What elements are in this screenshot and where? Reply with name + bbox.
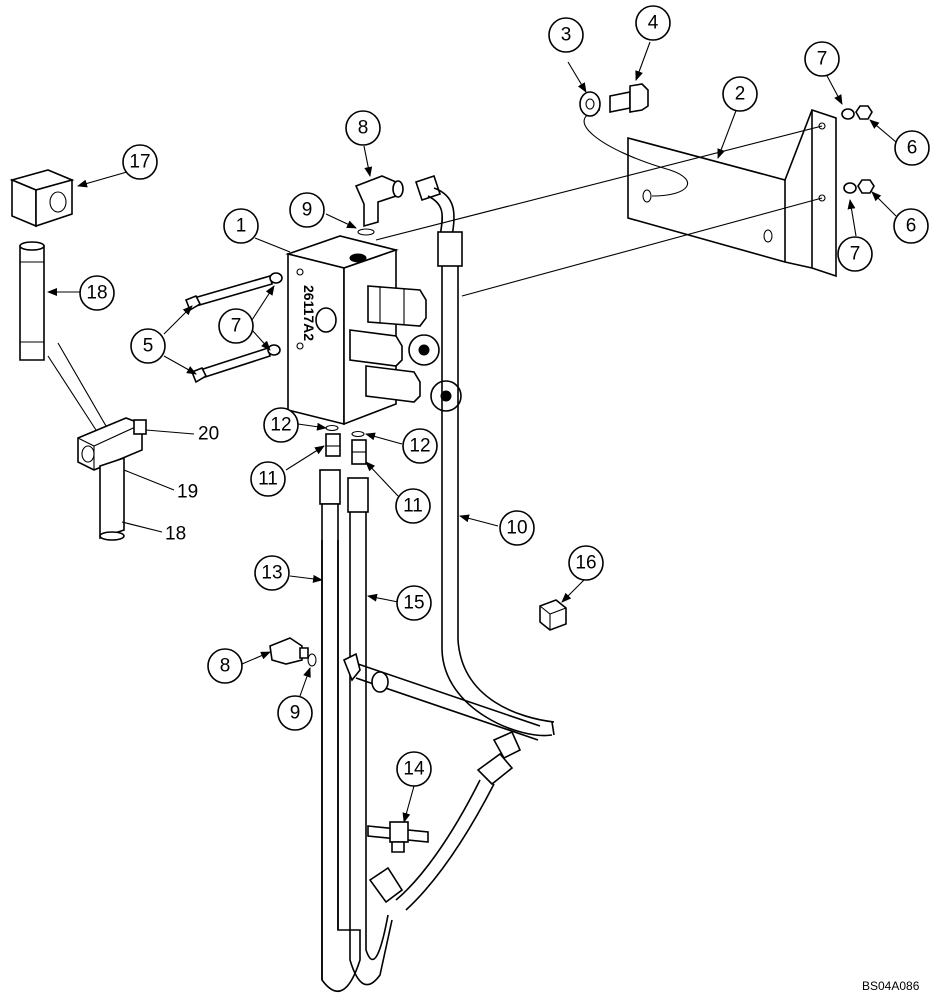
- svg-text:11: 11: [258, 469, 278, 490]
- elbow-fitting-lower: [269, 637, 317, 667]
- svg-text:2: 2: [735, 84, 746, 105]
- svg-text:9: 9: [302, 200, 313, 221]
- hose-10: [414, 174, 555, 737]
- hose-13: [319, 469, 361, 992]
- bolt-part: [609, 83, 649, 113]
- nut-lockwasher-upper: [841, 105, 873, 120]
- callout-18: 18: [79, 275, 115, 311]
- svg-text:13: 13: [261, 563, 282, 584]
- callout-12-left: 12: [263, 407, 299, 443]
- svg-text:1: 1: [236, 216, 247, 237]
- valve-block: 26117A2: [285, 235, 399, 426]
- svg-text:8: 8: [358, 118, 369, 139]
- callout-14: 14: [396, 751, 432, 787]
- callout-17: 17: [122, 144, 158, 180]
- callout-13: 13: [254, 555, 290, 591]
- svg-text:6: 6: [907, 138, 918, 159]
- callout-9-lower: 9: [277, 695, 313, 731]
- adapter-left: [325, 424, 341, 457]
- cap-part: [539, 599, 567, 631]
- svg-text:8: 8: [220, 656, 231, 677]
- callout-7-block: 7: [218, 308, 254, 344]
- callout-7-lower: 7: [837, 236, 873, 272]
- hose-lower-branch: [368, 730, 522, 911]
- callout-8-lower: 8: [207, 648, 243, 684]
- callout-12-right: 12: [402, 428, 438, 464]
- callout-5: 5: [130, 328, 166, 364]
- washer-part: [579, 91, 601, 117]
- callout-8-top: 8: [345, 110, 381, 146]
- svg-text:7: 7: [817, 49, 828, 70]
- tag-19: 19: [177, 482, 198, 503]
- svg-text:7: 7: [231, 316, 242, 337]
- cartridge-valve-middle: [349, 329, 440, 367]
- cartridge-valve-top: [367, 285, 427, 327]
- svg-text:3: 3: [561, 25, 572, 46]
- long-bolt-upper: [184, 272, 283, 312]
- cartridge-valve-bottom: [365, 365, 462, 412]
- svg-text:4: 4: [648, 13, 659, 34]
- callout-11-right: 11: [395, 488, 431, 524]
- svg-text:9: 9: [290, 703, 301, 724]
- callout-7-upper: 7: [804, 41, 840, 77]
- svg-text:16: 16: [575, 553, 596, 574]
- svg-text:12: 12: [409, 436, 430, 457]
- block-marking: 26117A2: [301, 285, 317, 341]
- tag-labels: 20 19 18: [165, 424, 219, 545]
- svg-text:6: 6: [906, 216, 917, 237]
- callout-4: 4: [635, 5, 671, 41]
- steel-tube: [342, 652, 541, 741]
- callout-1: 1: [223, 208, 259, 244]
- svg-text:18: 18: [86, 283, 107, 304]
- nipple-part: [19, 241, 45, 361]
- callout-11-left: 11: [250, 461, 286, 497]
- svg-text:11: 11: [403, 496, 423, 517]
- leader-lines: [47, 41, 897, 823]
- callout-9-top: 9: [289, 192, 325, 228]
- callout-6-upper: 6: [894, 130, 930, 166]
- callout-15: 15: [396, 585, 432, 621]
- callout-balloons: 1 2 3 4 5 6 6 7 7 7 8 8 9 9 10 11 11 12 …: [79, 5, 930, 787]
- tee-block-part: [9, 169, 75, 228]
- tag-20: 20: [198, 424, 219, 445]
- nut-lockwasher-lower: [843, 179, 875, 194]
- svg-text:14: 14: [403, 759, 425, 780]
- callout-10: 10: [499, 510, 535, 546]
- assembly-lines: [47, 109, 823, 431]
- long-bolt-lower: [190, 344, 281, 384]
- tee-fitting: [367, 821, 429, 853]
- pressure-switch-assembly: [77, 417, 147, 541]
- svg-text:17: 17: [129, 152, 150, 173]
- hose-15: [347, 477, 393, 986]
- drawing-id: BS04A086: [862, 979, 920, 993]
- svg-text:10: 10: [506, 518, 527, 539]
- svg-text:7: 7: [850, 244, 861, 265]
- callout-16: 16: [568, 545, 604, 581]
- mounting-bracket: [627, 108, 837, 278]
- svg-text:15: 15: [403, 593, 424, 614]
- adapter-right: [351, 430, 367, 465]
- tag-18: 18: [165, 524, 186, 545]
- callout-3: 3: [548, 17, 584, 53]
- svg-text:5: 5: [143, 336, 154, 357]
- callout-2: 2: [722, 76, 758, 112]
- svg-text:12: 12: [270, 415, 291, 436]
- elbow-fitting-top: [354, 175, 404, 236]
- callout-6-lower: 6: [893, 208, 929, 244]
